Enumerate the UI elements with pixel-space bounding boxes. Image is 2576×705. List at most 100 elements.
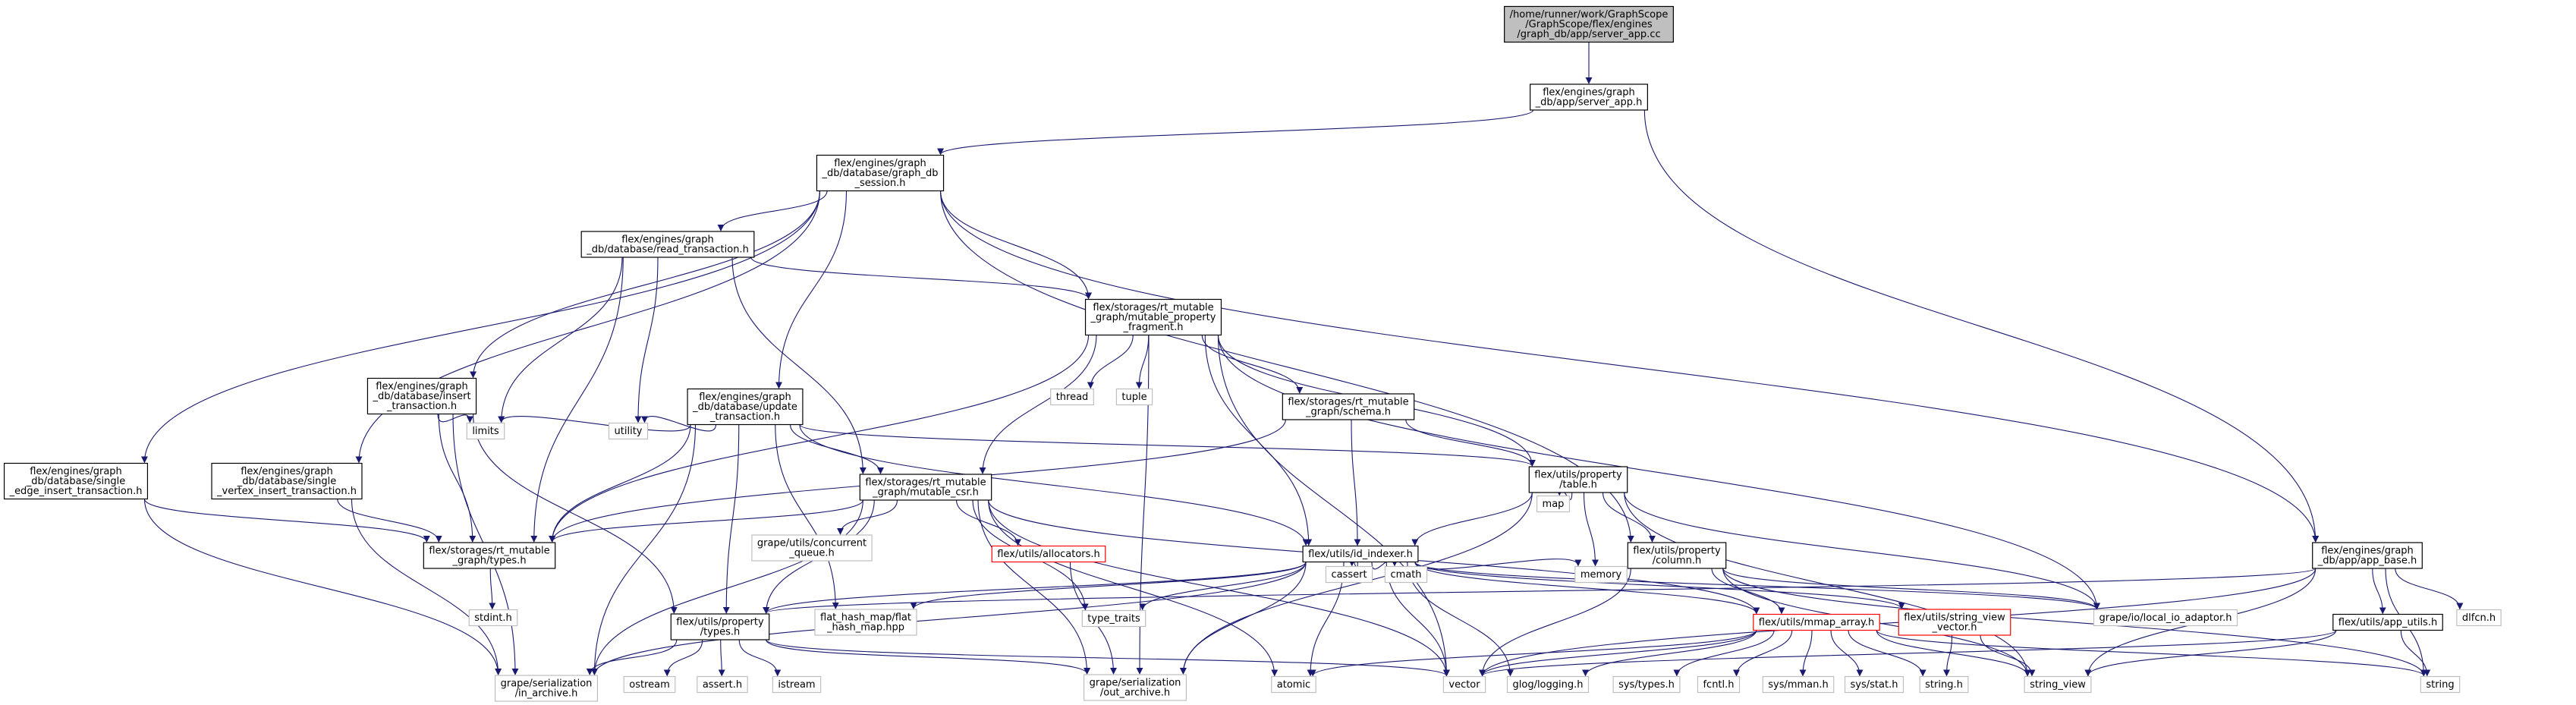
edge-mutable-fragment-to-local-io-adaptor <box>1217 335 2100 610</box>
node-sys-mman: sys/mman.h <box>1762 675 1835 694</box>
edge-table-to-memory <box>1583 492 1599 567</box>
node-label-line: _hash_map.hpp <box>826 622 904 634</box>
node-label-line: istream <box>778 679 815 691</box>
node-graph-db-session[interactable]: flex/engines/graph_db/database/graph_db_… <box>816 154 945 192</box>
node-label-line: _graph/mutable_csr.h <box>872 487 979 499</box>
node-label-line: limits <box>472 426 499 437</box>
node-box <box>814 609 917 636</box>
edge-mmap-array-to-vector <box>1479 630 1757 677</box>
edge-read-txn-to-mutable-csr <box>731 257 867 474</box>
node-ostream: ostream <box>623 675 676 694</box>
node-app-base[interactable]: flex/engines/graph_db/app/app_base.h <box>2312 542 2423 569</box>
node-box <box>859 474 992 501</box>
edge-insert-txn-to-prop-types <box>473 414 678 614</box>
edge-id-indexer-to-mmap-array <box>1414 562 1760 615</box>
node-label-line: dlfcn.h <box>2462 612 2496 624</box>
node-schema[interactable]: flex/storages/rt_mutable_graph/schema.h <box>1282 393 1415 420</box>
node-flat-hash-map: flat_hash_map/flat_hash_map.hpp <box>814 609 917 636</box>
node-label-line: _db/database/single <box>26 476 126 487</box>
node-label-line: _graph/types.h <box>451 556 526 567</box>
edge-id-indexer-to-out-archive <box>1179 562 1307 675</box>
node-insert-txn[interactable]: flex/engines/graph_db/database/insert_tr… <box>366 377 477 415</box>
edge-app-utils-to-string <box>2400 630 2431 677</box>
edge-prop-types-to-assert <box>718 639 725 677</box>
node-label-line: flex/utils/allocators.h <box>997 549 1100 560</box>
node-table[interactable]: flex/utils/property/table.h <box>1528 466 1628 493</box>
node-read-txn[interactable]: flex/engines/graph_db/database/read_tran… <box>580 231 755 258</box>
node-concurrent-queue: grape/utils/concurrent_queue.h <box>751 534 873 562</box>
node-box <box>697 675 748 694</box>
node-box <box>1844 675 1904 694</box>
edge-mutable-fragment-to-vector <box>1217 335 1450 677</box>
node-mutable-csr[interactable]: flex/storages/rt_mutable_graph/mutable_c… <box>859 474 992 501</box>
node-update-txn[interactable]: flex/engines/graph_db/database/update_tr… <box>687 388 804 426</box>
edge-graph-db-session-to-app-base <box>940 190 2320 543</box>
node-label-line: sys/mman.h <box>1768 679 1829 691</box>
node-in-archive: grape/serialization/in_archive.h <box>494 675 599 702</box>
node-box <box>1282 393 1415 420</box>
node-memory: memory <box>1574 565 1628 584</box>
edge-table-to-id-indexer <box>1411 492 1533 546</box>
edge-mmap-array-to-string-h <box>1848 630 1926 677</box>
node-map: map <box>1536 495 1571 513</box>
node-column[interactable]: flex/utils/property/column.h <box>1627 542 1727 569</box>
edge-column-to-mmap-array <box>1711 568 1785 615</box>
node-label-line: _queue.h <box>788 548 835 559</box>
node-label-line: flat_hash_map/flat <box>820 612 911 624</box>
node-label-line: flex/utils/mmap_array.h <box>1759 617 1874 628</box>
node-single-vertex[interactable]: flex/engines/graph_db/database/single_ve… <box>211 462 363 500</box>
edge-server-app-to-app-base <box>1643 109 2320 543</box>
edge-mmap-array-to-sys-types <box>1673 630 1775 677</box>
node-string-view: string_view <box>2024 675 2092 694</box>
node-label-line: _transaction.h <box>386 401 457 412</box>
node-mutable-fragment[interactable]: flex/storages/rt_mutable_graph/mutable_p… <box>1084 298 1222 336</box>
node-label-line: _transaction.h <box>709 411 780 423</box>
edge-app-base-to-app-utils <box>2372 568 2386 615</box>
edge-table-to-out-archive <box>1179 492 1533 675</box>
node-label-line: _graph/mutable_property <box>1090 312 1216 323</box>
node-prop-types[interactable]: flex/utils/property/types.h <box>670 613 770 640</box>
node-label-line: stdint.h <box>474 612 511 624</box>
node-label-line: ostream <box>629 679 670 691</box>
node-label-line: grape/io/local_io_adaptor.h <box>2099 612 2232 624</box>
edge-app-utils-to-vector <box>1479 630 2337 677</box>
file-nodes: /home/runner/work/GraphScope/GraphScope/… <box>3 5 2502 702</box>
node-label-line: _db/database/insert <box>372 391 470 402</box>
edge-mmap-array-to-sys-mman <box>1799 630 1813 677</box>
node-id-indexer[interactable]: flex/utils/id_indexer.h <box>1302 545 1419 563</box>
node-label-line: _db/database/single <box>237 476 337 487</box>
node-box <box>1083 674 1187 701</box>
edge-id-indexer-to-local-io-adaptor <box>1414 562 2100 610</box>
node-rt-types[interactable]: flex/storages/rt_mutable_graph/types.h <box>423 542 556 569</box>
node-server-app[interactable]: flex/engines/graph_db/app/server_app.h <box>1530 83 1648 111</box>
node-box <box>1612 675 1681 694</box>
node-label-line: _db/database/graph_db <box>821 168 938 179</box>
edge-graph-db-session-to-column <box>940 190 1634 543</box>
edge-graph-db-session-to-single-edge <box>140 190 820 464</box>
node-label-line: flex/utils/id_indexer.h <box>1308 549 1413 560</box>
node-box <box>1574 565 1628 584</box>
node-vector: vector <box>1442 675 1486 694</box>
node-label-line: /home/runner/work/GraphScope <box>1510 9 1669 20</box>
node-label-line: _vector.h <box>1932 622 1977 634</box>
node-app-utils[interactable]: flex/utils/app_utils.h <box>2332 613 2443 631</box>
edge-insert-txn-to-rt-types <box>438 414 477 543</box>
node-box <box>1536 495 1571 513</box>
node-utility: utility <box>608 422 649 440</box>
node-label-line: flex/storages/rt_mutable <box>865 477 986 489</box>
node-label-line: _edge_insert_transaction.h <box>9 486 143 497</box>
edge-schema-to-id-indexer <box>1351 419 1361 546</box>
edge-read-txn-to-limits <box>498 257 623 423</box>
node-box <box>1084 298 1222 336</box>
node-label-line: /column.h <box>1653 556 1702 567</box>
node-label-line: grape/utils/concurrent <box>757 538 867 549</box>
node-label-line: assert.h <box>703 679 742 691</box>
edge-mutable-fragment-to-rt-types <box>549 335 1090 543</box>
node-label-line: grape/serialization <box>501 678 593 690</box>
node-label-line: cassert <box>1331 569 1367 581</box>
node-root[interactable]: /home/runner/work/GraphScope/GraphScope/… <box>1504 5 1674 43</box>
node-limits: limits <box>466 422 505 440</box>
node-label-line: flex/engines/graph <box>699 392 791 403</box>
node-single-edge[interactable]: flex/engines/graph_db/database/single_ed… <box>3 462 149 500</box>
edge-mutable-csr-to-out-archive <box>977 499 1091 675</box>
